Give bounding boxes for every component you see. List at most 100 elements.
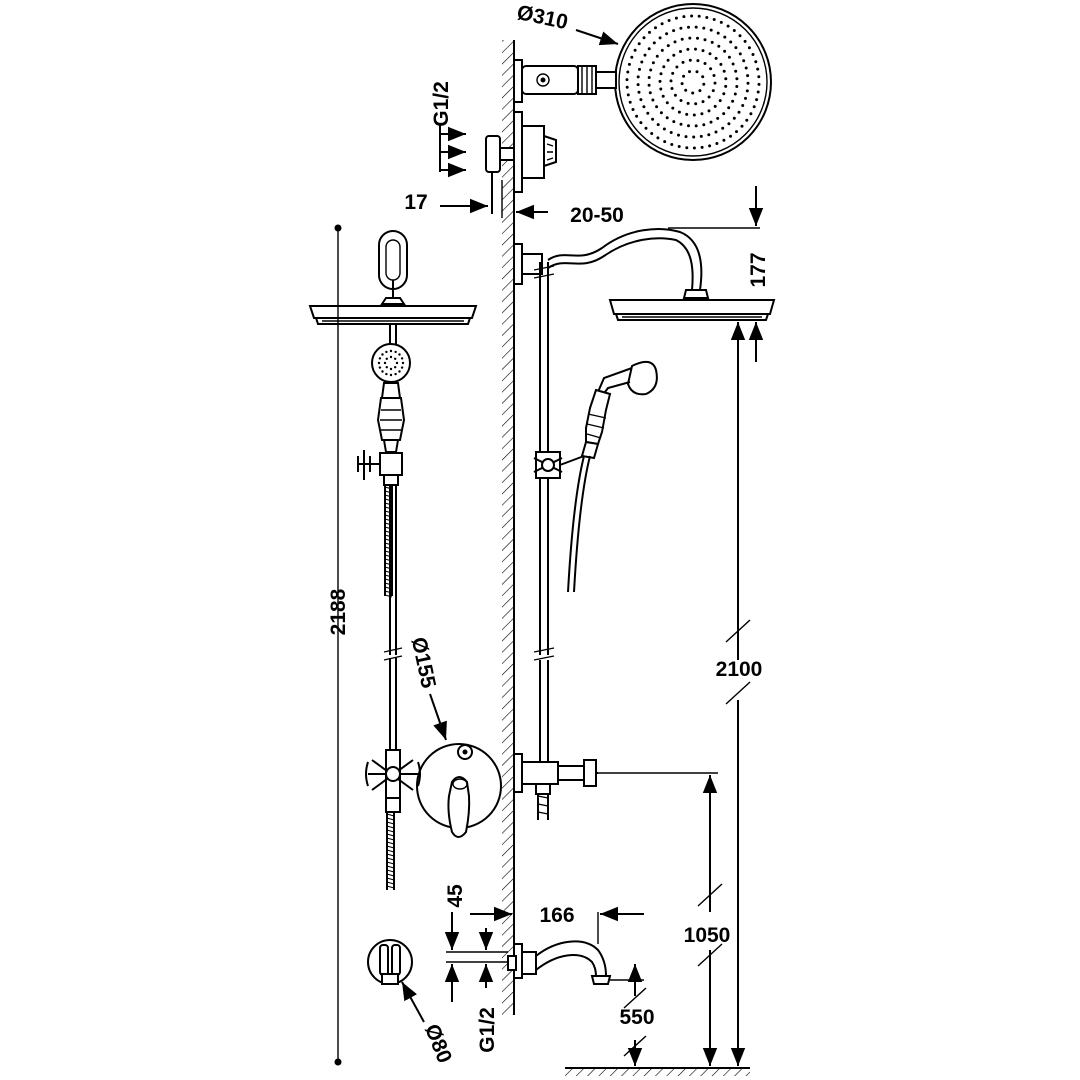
wall-offset-left-label: 17 [404,191,427,214]
nozzle-dot [670,143,674,146]
nozzle-dot [714,130,718,134]
nozzle-dot [752,105,756,109]
nozzle-dot [637,90,641,94]
hose-rib [384,538,393,542]
nozzle-dot [696,59,700,63]
hose-rib [386,833,395,837]
nozzle-dot [727,55,731,59]
nozzle-dot [710,40,714,44]
nozzle-dot [381,370,384,373]
hose-rib [386,825,395,829]
nozzle-dot [723,49,727,53]
nozzle-dot [385,350,388,354]
nozzle-dot [735,130,738,134]
nozzle-dot [687,25,690,29]
hose-rib [384,526,393,530]
rain-head-wall-arm-top [513,59,617,103]
nozzle-dot [679,26,683,30]
nozzle-dot [707,133,711,137]
nozzle-dot [724,77,728,81]
front-diverter-handle [365,749,421,813]
nozzle-dot [677,133,680,137]
nozzle-dot [738,34,742,38]
nozzle-dot [660,48,664,52]
nozzle-dot [716,116,720,120]
front-spout-rosette [367,939,413,985]
hose-rib [386,829,395,833]
nozzle-dot [672,29,676,33]
nozzle-dot [651,61,655,65]
nozzle-dot [756,90,760,94]
hose-rib [384,550,393,554]
nozzle-dot [757,82,761,86]
hose-rib [386,857,395,861]
nozzle-dot [669,131,673,134]
nozzle-dot [385,372,388,376]
nozzle-dot [680,82,684,86]
nozzle-dot [626,93,630,97]
nozzle-dot [746,81,750,85]
nozzle-dot [665,116,669,120]
nozzle-dot [694,124,698,128]
nozzle-dot [672,53,676,57]
nozzle-dot [694,102,698,106]
nozzle-dot [642,36,646,40]
hose-rib [384,490,393,494]
hose-rib [386,849,395,853]
nozzle-dot [395,361,399,365]
nozzle-dot [684,135,688,139]
hose-rib [386,845,395,849]
nozzle-dot [625,78,629,82]
nozzle-dot [662,127,666,131]
nozzle-dot [677,145,681,148]
nozzle-dot [385,357,388,360]
nozzle-dot [696,36,699,40]
nozzle-dot [732,116,736,120]
wall-offset-dimension: 17 20-50 [404,180,624,227]
nozzle-dot [694,47,697,51]
nozzle-dot [688,70,691,74]
nozzle-dot [671,71,675,75]
nozzle-dot [745,89,749,93]
nozzle-dot [701,49,705,53]
nozzle-dot [722,138,726,142]
nozzle-dot [640,60,644,64]
hose-rib [386,821,395,825]
nozzle-dot [751,53,755,56]
nozzle-dot [712,74,716,77]
nozzle-dot [719,62,723,66]
nozzle-dot [401,361,405,365]
hose-rib [384,530,393,534]
nozzle-dot [741,104,745,107]
front-hose [384,485,393,598]
nozzle-dot [757,75,761,79]
nozzle-dot [686,47,690,51]
nozzle-dot [647,76,651,79]
nozzle-dot [708,144,712,148]
nozzle-dot [743,39,747,43]
nozzle-dot [681,60,685,64]
hose-rib [386,877,395,881]
nozzle-dot [677,110,681,114]
nozzle-dot [716,31,720,35]
nozzle-dot [633,48,637,52]
nozzle-dot [656,123,660,127]
nozzle-dot [690,14,694,18]
nozzle-dot [717,44,721,48]
nozzle-dot [663,140,667,144]
hose-rib [384,578,393,582]
nozzle-dot [731,62,735,66]
nozzle-dot [702,82,706,86]
nozzle-dot [700,145,704,149]
nozzle-dot [709,28,713,32]
nozzle-dot [722,92,726,96]
nozzle-dot [699,134,703,138]
nozzle-dot [688,36,692,40]
nozzle-dot [630,55,634,59]
rain-head-diameter-label: Ø310 [515,1,570,34]
nozzle-dot [727,106,731,110]
hose-rib [386,861,395,865]
nozzle-dot [747,46,751,50]
hose-rib [384,566,393,570]
